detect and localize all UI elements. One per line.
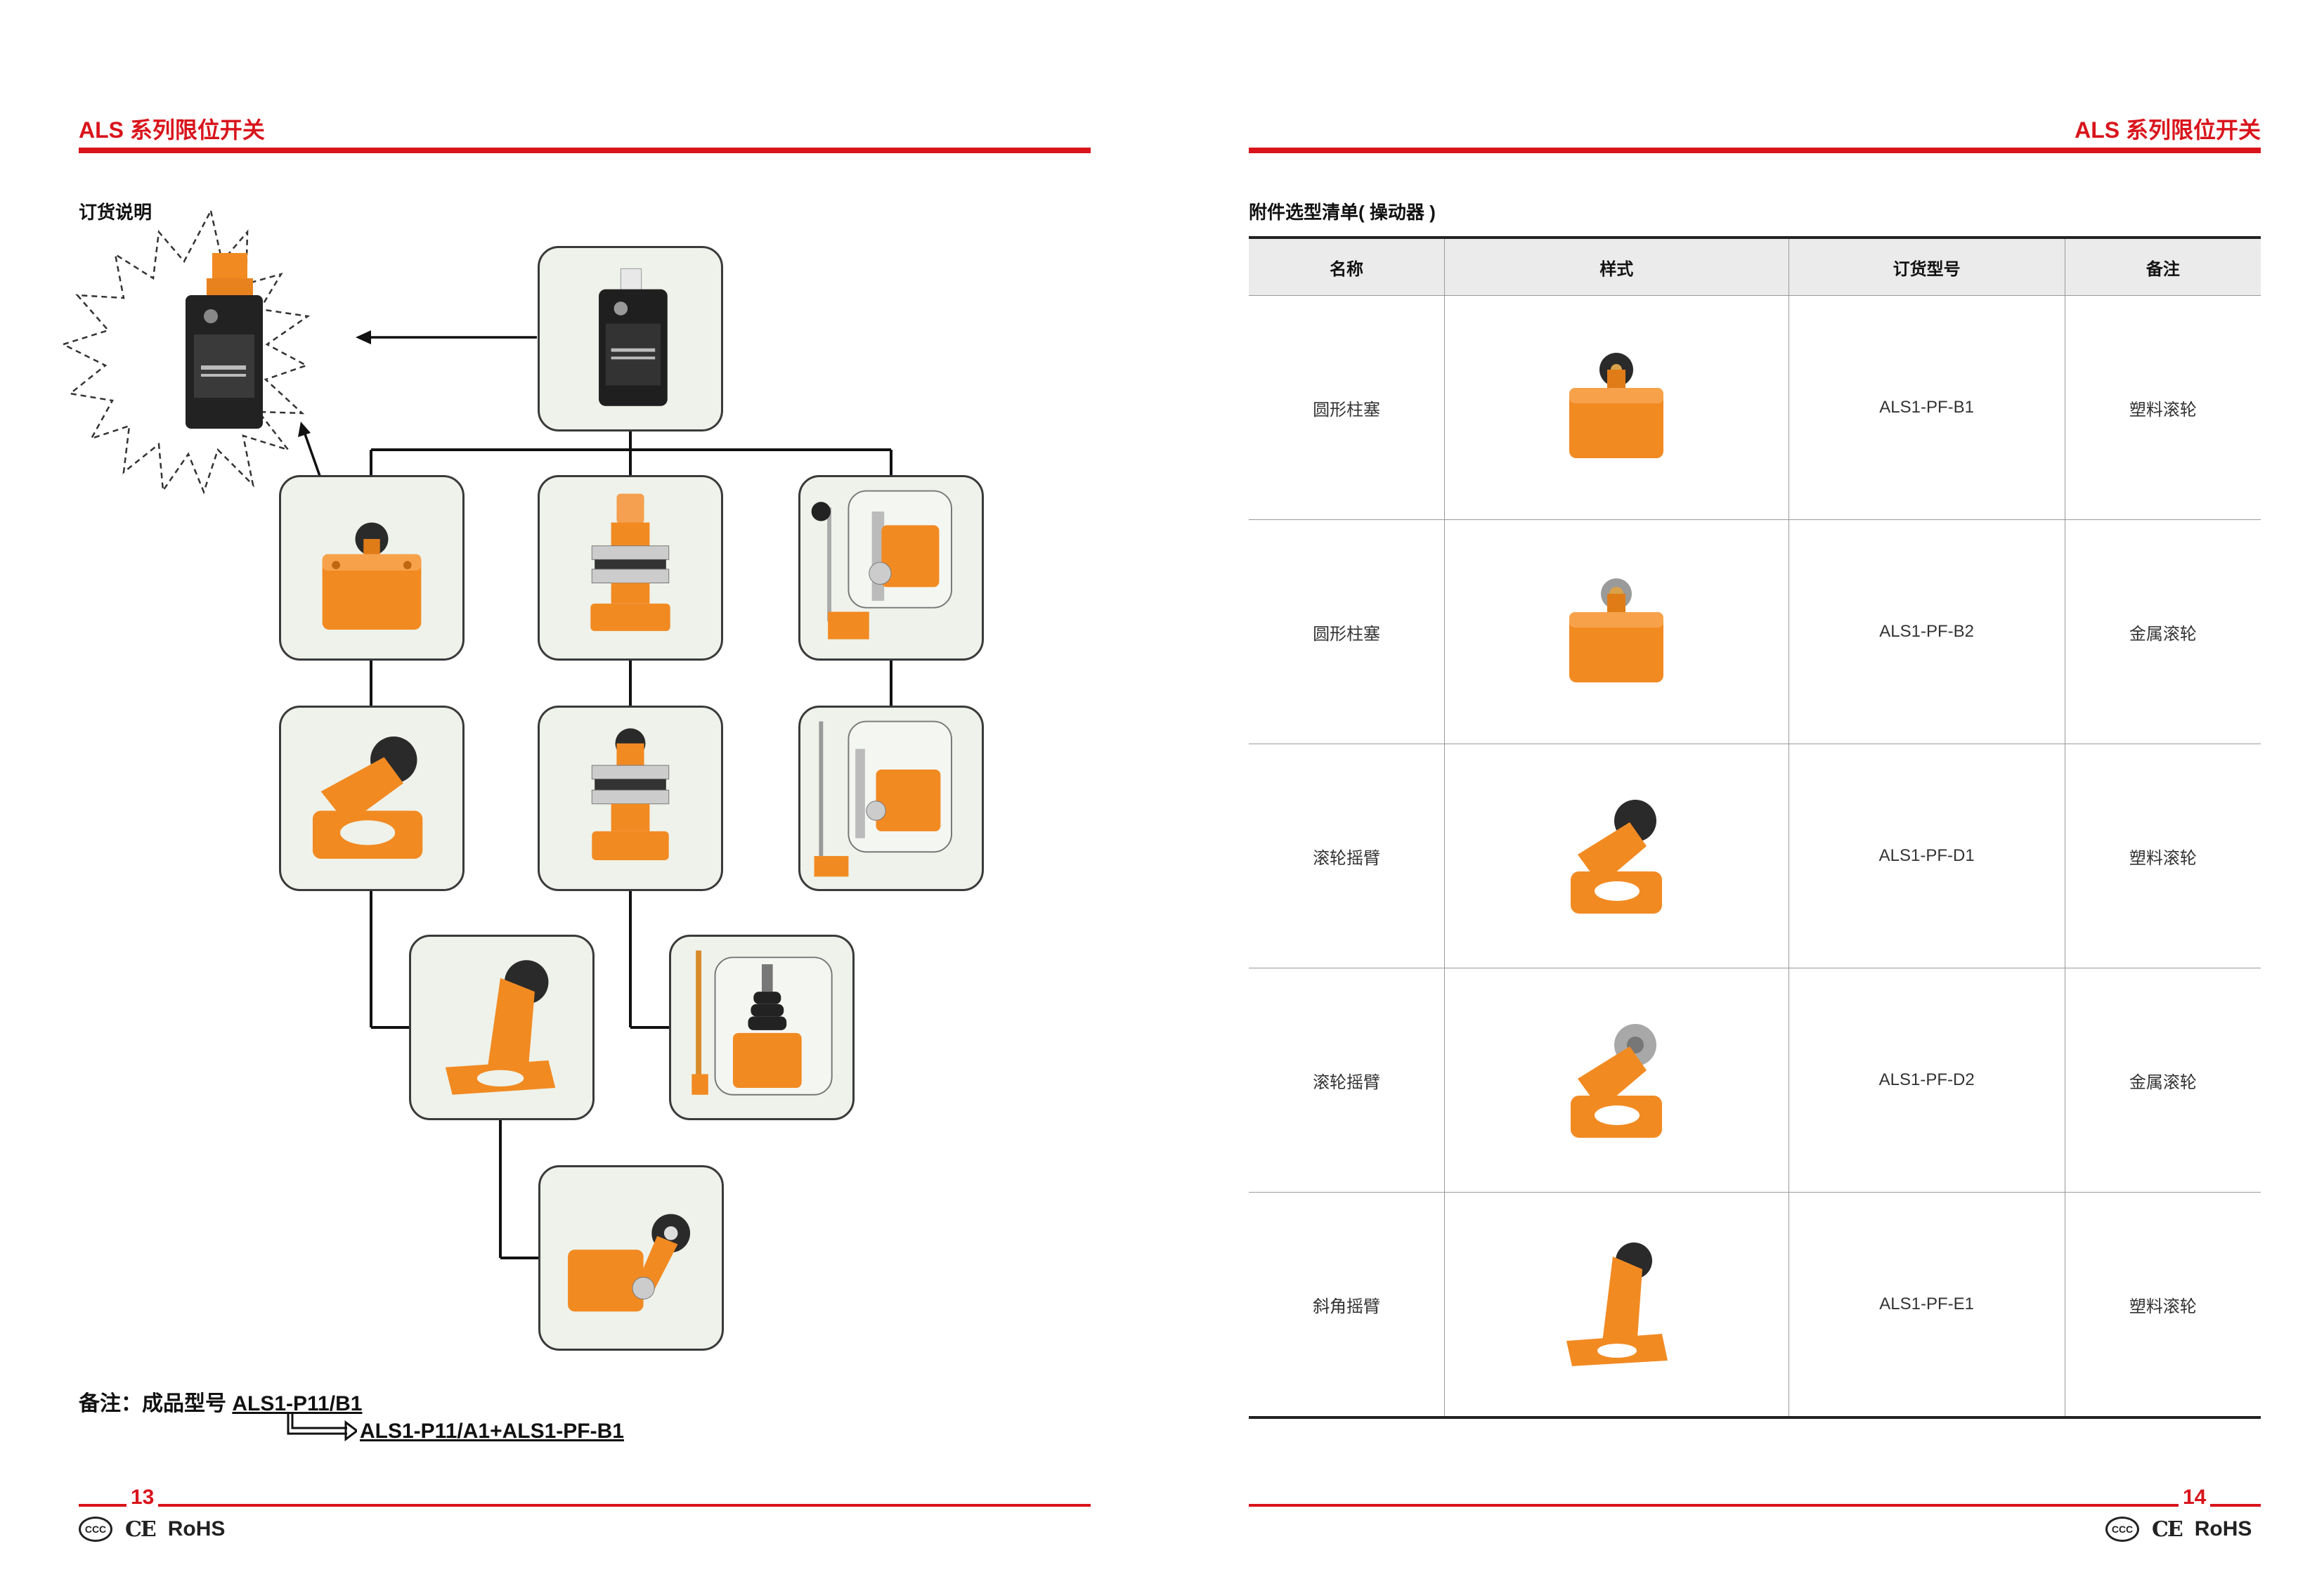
actuator-table: 名称 样式 订货型号 备注 圆形柱塞 ALS1-PF-B1 — [1249, 236, 2261, 1419]
angled-lever-node[interactable] — [409, 935, 595, 1120]
cell-model: ALS1-PF-B1 — [1788, 295, 2065, 520]
cell-name: 圆形柱塞 — [1249, 519, 1445, 744]
cell-name: 滚轮摇臂 — [1249, 744, 1445, 968]
note-model: ALS1-P11/B1 — [232, 1392, 363, 1415]
panel-plunger-icon — [590, 493, 670, 631]
left-page: ALS 系列限位开关 订货说明 — [0, 0, 1153, 1577]
col-model-header: 订货型号 — [1788, 236, 2065, 296]
panel-roller-plunger-icon — [591, 728, 670, 860]
certification-marks: CCC CE RoHS — [2105, 1517, 2252, 1542]
col-style-header: 样式 — [1444, 236, 1789, 296]
ce-mark-icon: CE — [2152, 1517, 2183, 1542]
roller-plunger-node[interactable] — [538, 706, 723, 891]
table-row: 圆形柱塞 ALS1-PF-B1 塑料滚轮 — [1249, 295, 2261, 520]
cell-style — [1444, 519, 1789, 744]
section-title: 附件选型清单( 操动器 ) — [1249, 202, 1436, 223]
right-page: ALS 系列限位开关 附件选型清单( 操动器 ) 名称 样式 订货型号 备注 圆… — [1195, 0, 2324, 1577]
ccc-mark-icon: CCC — [2105, 1517, 2139, 1542]
roller-lever-icon — [1571, 799, 1663, 914]
header-title: ALS 系列限位开关 — [2075, 117, 2261, 143]
table-row: 滚轮摇臂 ALS1-PF-D2 金属滚轮 — [1249, 968, 2261, 1193]
base-switch-icon — [599, 268, 668, 406]
section-title: 订货说明 — [79, 202, 152, 223]
header-rule — [1249, 148, 2261, 153]
plunger-node[interactable] — [538, 475, 723, 661]
roller-lever-node[interactable] — [279, 706, 465, 891]
ce-mark-icon: CE — [125, 1517, 157, 1542]
header-title: ALS 系列限位开关 — [79, 117, 265, 143]
cell-remark: 塑料滚轮 — [2064, 295, 2261, 520]
square-head-roller-icon — [322, 522, 422, 630]
finished-switch-icon — [186, 253, 263, 429]
note-line: 备注：成品型号 ALS1-P11/B1 — [79, 1386, 362, 1417]
cell-name: 圆形柱塞 — [1249, 295, 1445, 520]
cell-name: 斜角摇臂 — [1249, 1192, 1445, 1419]
square-head-metal-roller-icon — [1569, 578, 1664, 682]
angled-lever-icon — [445, 960, 556, 1095]
note-arrow-icon — [287, 1414, 357, 1441]
cell-remark: 塑料滚轮 — [2064, 1192, 2261, 1419]
table-header-row: 名称 样式 订货型号 备注 — [1249, 236, 2261, 296]
col-remark-header: 备注 — [2064, 236, 2261, 296]
side-roller-lever-icon — [568, 1214, 691, 1312]
cell-model: ALS1-PF-D1 — [1788, 744, 2065, 968]
note-prefix: 备注：成品型号 — [79, 1392, 233, 1415]
cell-name: 滚轮摇臂 — [1249, 968, 1445, 1193]
cell-remark: 塑料滚轮 — [2064, 744, 2261, 968]
page-number: 13 — [126, 1486, 159, 1510]
cell-remark: 金属滚轮 — [2064, 968, 2261, 1193]
cell-style — [1444, 968, 1789, 1193]
base-switch-node[interactable] — [538, 246, 723, 431]
cell-style — [1444, 744, 1789, 968]
page-number: 14 — [2179, 1486, 2211, 1510]
roller-lever-icon — [312, 736, 423, 859]
col-name-header: 名称 — [1249, 236, 1445, 296]
angled-lever-icon — [1566, 1242, 1668, 1366]
header-rule — [79, 148, 1091, 153]
rod-lever-icon — [811, 490, 952, 640]
side-roller-node[interactable] — [538, 1165, 724, 1351]
footer-rule — [79, 1504, 1091, 1507]
cell-style — [1444, 1192, 1789, 1419]
rohs-mark: RoHS — [2194, 1517, 2252, 1540]
table-row: 斜角摇臂 ALS1-PF-E1 塑料滚轮 — [1249, 1192, 2261, 1419]
certification-marks: CCC CE RoHS — [79, 1517, 225, 1542]
cell-model: ALS1-PF-B2 — [1788, 519, 2065, 744]
cell-model: ALS1-PF-D2 — [1788, 968, 2065, 1193]
adjustable-rod-icon — [814, 720, 952, 877]
rohs-mark: RoHS — [167, 1517, 226, 1540]
boot-rod-node[interactable] — [669, 935, 855, 1120]
footer-rule — [1249, 1504, 2261, 1507]
table-row: 滚轮摇臂 ALS1-PF-D1 塑料滚轮 — [1249, 744, 2261, 968]
rod-lever-node[interactable] — [798, 475, 984, 661]
ccc-mark-icon: CCC — [79, 1517, 112, 1542]
note-result: ALS1-P11/A1+ALS1-PF-B1 — [360, 1420, 624, 1443]
ordering-diagram — [60, 208, 892, 1259]
metal-roller-lever-icon — [1571, 1023, 1663, 1138]
table-row: 圆形柱塞 ALS1-PF-B2 金属滚轮 — [1249, 519, 2261, 744]
adjustable-rod-node[interactable] — [798, 706, 984, 891]
square-roller-node[interactable] — [279, 475, 465, 661]
boot-rod-icon — [692, 950, 833, 1096]
cell-style — [1444, 295, 1789, 520]
square-head-roller-icon — [1569, 352, 1664, 458]
cell-model: ALS1-PF-E1 — [1788, 1192, 2065, 1419]
cell-remark: 金属滚轮 — [2064, 519, 2261, 744]
